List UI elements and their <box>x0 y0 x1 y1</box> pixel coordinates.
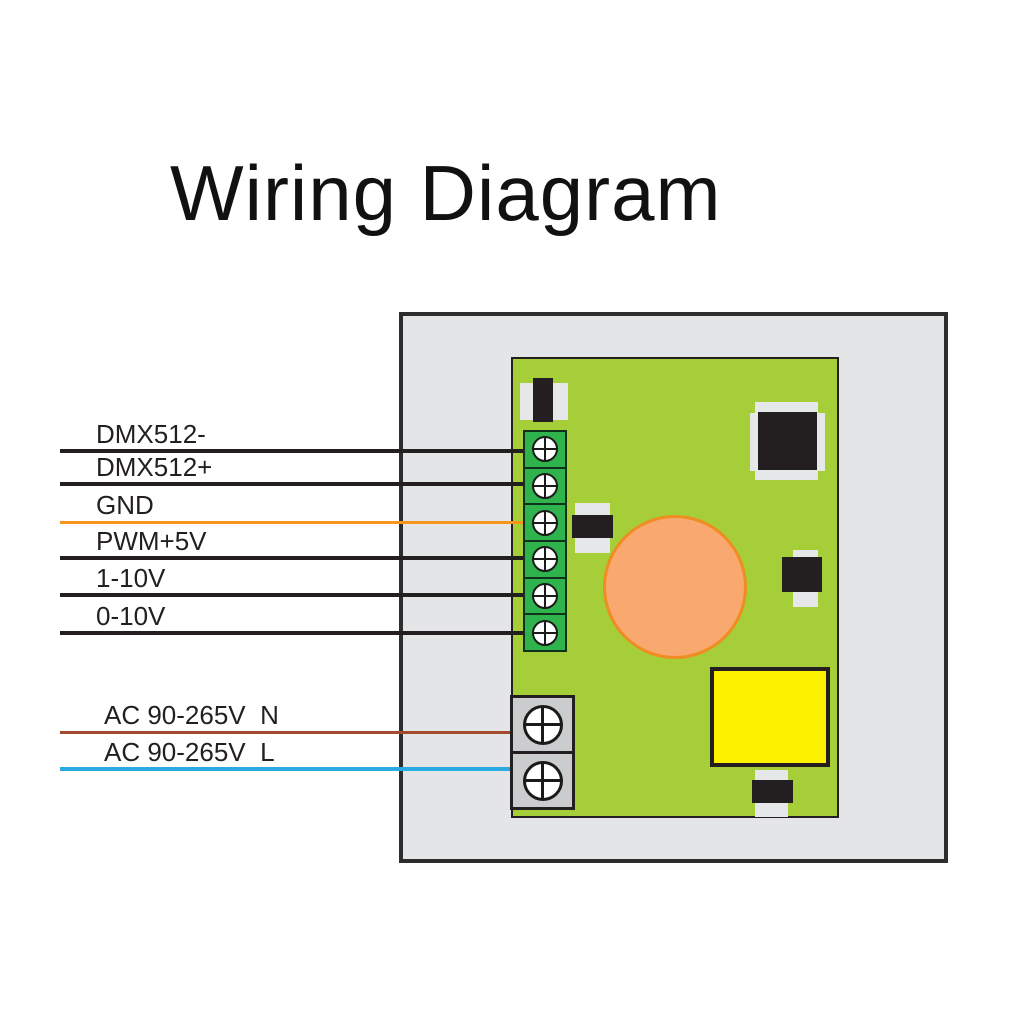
label-pwm-5v: PWM+5V <box>96 526 207 556</box>
screw-icon <box>532 619 558 646</box>
round-component <box>603 515 747 659</box>
screw-icon <box>522 704 563 745</box>
wire-0-10v <box>60 631 525 635</box>
wire-ac-l <box>60 767 512 771</box>
label-0-10v: 0-10V <box>96 601 166 631</box>
power-terminal-block <box>510 695 575 810</box>
chip-top-right-body <box>758 412 817 470</box>
wire-dmx512-minus <box>60 449 525 453</box>
terminal-cell <box>525 469 565 506</box>
label-ac-l: AC 90-265V L <box>104 737 275 767</box>
terminal-cell <box>525 432 565 469</box>
label-1-10v: 1-10V <box>96 563 166 593</box>
terminal-cell <box>525 505 565 543</box>
screw-icon <box>532 473 558 499</box>
terminal-cell <box>525 542 565 579</box>
smd-top-left-body <box>533 378 553 422</box>
wire-gnd <box>60 521 525 524</box>
label-gnd: GND <box>96 490 154 520</box>
terminal-cell <box>513 754 572 807</box>
screw-icon <box>532 509 558 536</box>
screw-icon <box>532 546 558 573</box>
screw-icon <box>522 760 563 801</box>
diagram-title: Wiring Diagram <box>170 149 722 237</box>
terminal-cell <box>525 579 565 616</box>
smd-bottom-body <box>752 780 793 803</box>
wire-dmx512-plus <box>60 482 525 486</box>
smd-mid-left-body <box>572 515 613 538</box>
terminal-cell <box>513 698 572 754</box>
signal-terminal-block <box>523 430 567 652</box>
label-ac-n: AC 90-265V N <box>104 700 279 730</box>
screw-icon <box>532 436 558 463</box>
terminal-cell <box>525 615 565 650</box>
smd-right-body <box>782 557 822 592</box>
label-dmx512-plus: DMX512+ <box>96 452 213 482</box>
wire-pwm-5v <box>60 556 525 560</box>
screw-icon <box>532 583 558 610</box>
wire-1-10v <box>60 593 525 597</box>
wire-ac-n <box>60 731 512 734</box>
label-dmx512-minus: DMX512- <box>96 419 206 449</box>
transformer-block <box>710 667 830 767</box>
